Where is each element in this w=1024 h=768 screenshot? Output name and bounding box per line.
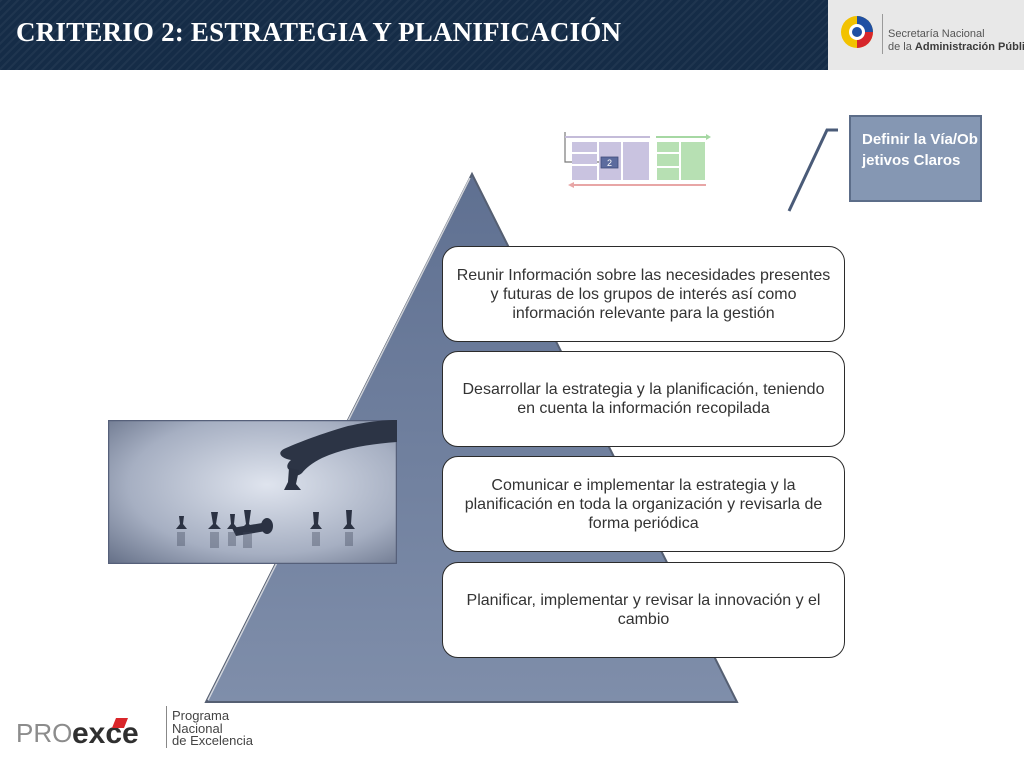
logo-mark-icon: [112, 718, 128, 728]
program-name: Programa Nacional de Excelencia: [172, 708, 253, 748]
sna-emblem-icon: [841, 16, 873, 48]
step-3-box: Comunicar e implementar la estrategia y …: [442, 456, 845, 552]
logo-pro-text: PRO: [16, 718, 72, 748]
sna-logo: Secretaría Nacional de la Administración…: [828, 0, 1024, 70]
criterion-number: 2: [607, 158, 612, 168]
program-line-2: Nacional: [172, 720, 223, 736]
callout-box: Definir la Vía/Objetivos Claros: [849, 115, 982, 202]
step-2-box: Desarrollar la estrategia y la planifica…: [442, 351, 845, 447]
footer-divider: [166, 706, 167, 748]
program-line-3: de Excelencia: [172, 733, 253, 748]
logo-divider: [882, 14, 883, 54]
logo-line-2-prefix: de la: [888, 41, 915, 53]
chess-photo: [108, 420, 397, 564]
mini-model-diagram: 2: [564, 132, 711, 188]
step-4-box: Planificar, implementar y revisar la inn…: [442, 562, 845, 658]
criterion-2-marker: [600, 156, 619, 169]
title-bar: CRITERIO 2: ESTRATEGIA Y PLANIFICACIÓN: [0, 0, 828, 70]
logo-exce-text: exce: [72, 717, 139, 750]
logo-line-1: Secretaría Nacional: [888, 28, 985, 40]
logo-line-2-bold: Administración Pública: [914, 41, 1024, 53]
proexce-logo: PRO exce: [16, 717, 139, 750]
step-1-box: Reunir Información sobre las necesidades…: [442, 246, 845, 342]
logo-line-2: de la Administración Pública: [888, 41, 1024, 53]
slide-title: CRITERIO 2: ESTRATEGIA Y PLANIFICACIÓN: [16, 17, 622, 47]
program-line-1: Programa: [172, 708, 230, 723]
